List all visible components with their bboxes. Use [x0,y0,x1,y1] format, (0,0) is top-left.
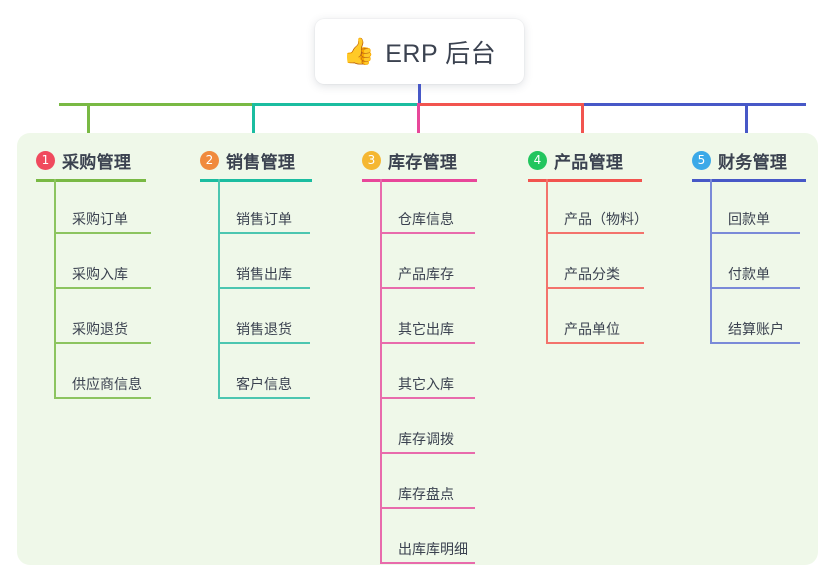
branch-leaf-item[interactable]: 库存调拨 [380,426,475,454]
branch-leaf-item[interactable]: 产品库存 [380,261,475,289]
branch-leaf-label: 采购入库 [72,266,128,282]
branch-leaf-item[interactable]: 其它入库 [380,371,475,399]
branch-leaf-rule [380,397,475,399]
branch-leaf-label: 产品（物料） [564,211,648,227]
branch-leaf-rule [218,232,310,234]
branch-header-4[interactable]: 4 产品管理 [528,148,623,173]
branch-leaf-item[interactable]: 产品单位 [546,316,644,344]
branch-leaf-rule [380,342,475,344]
branch-header-2[interactable]: 2 销售管理 [200,148,295,173]
branch-number-badge: 3 [362,151,381,170]
branch-leaf-rule [380,562,475,564]
branch-leaf-label: 结算账户 [728,321,784,337]
branch-title: 产品管理 [554,153,624,172]
branch-leaf-item[interactable]: 回款单 [710,206,800,234]
branch-header-rule [528,179,642,182]
bus-segment-2 [253,103,418,106]
branch-leaf-rule [546,342,644,344]
branch-title: 销售管理 [226,153,296,172]
branch-leaf-label: 回款单 [728,211,770,227]
branch-spine [54,179,56,399]
branch-header-rule [200,179,312,182]
branch-title: 库存管理 [388,153,458,172]
branch-leaf-label: 供应商信息 [72,376,142,392]
branch-leaf-rule [54,287,151,289]
branch-leaf-label: 库存盘点 [398,486,454,502]
branch-leaf-label: 采购退货 [72,321,128,337]
branch-leaf-rule [710,342,800,344]
thumbs-up-icon: 👍 [342,36,376,67]
branch-leaf-rule [54,397,151,399]
bus-segment-1 [59,103,253,106]
branch-leaf-item[interactable]: 产品分类 [546,261,644,289]
branch-leaf-rule [710,287,800,289]
bus-segment-4 [418,103,582,106]
branch-leaf-item[interactable]: 库存盘点 [380,481,475,509]
branch-leaf-item[interactable]: 销售退货 [218,316,310,344]
branch-leaf-label: 销售退货 [236,321,292,337]
branch-leaf-label: 产品分类 [564,266,620,282]
branch-number-badge: 1 [36,151,55,170]
branch-spine [218,179,220,399]
branch-header-5[interactable]: 5 财务管理 [692,148,787,173]
branch-leaf-label: 仓库信息 [398,211,454,227]
branch-leaf-label: 销售出库 [236,266,292,282]
branch-header-rule [362,179,477,182]
branches-panel [17,133,818,565]
bus-segment-5 [582,103,806,106]
branch-leaf-label: 销售订单 [236,211,292,227]
branch-leaf-label: 其它出库 [398,321,454,337]
branch-leaf-item[interactable]: 采购退货 [54,316,151,344]
root-node-card[interactable]: 👍 ERP 后台 [315,19,524,84]
branch-leaf-item[interactable]: 销售订单 [218,206,310,234]
branch-leaf-label: 客户信息 [236,376,292,392]
branch-leaf-rule [710,232,800,234]
branch-leaf-rule [54,232,151,234]
trunk-connector [418,84,421,106]
branch-number-badge: 5 [692,151,711,170]
branch-spine [710,179,712,344]
branch-header-rule [36,179,146,182]
branch-leaf-rule [54,342,151,344]
branch-leaf-item[interactable]: 付款单 [710,261,800,289]
branch-spine [546,179,548,344]
branch-leaf-item[interactable]: 供应商信息 [54,371,151,399]
branch-number-badge: 2 [200,151,219,170]
root-node-title: ERP 后台 [385,39,497,68]
branch-leaf-item[interactable]: 销售出库 [218,261,310,289]
branch-leaf-rule [218,287,310,289]
branch-leaf-item[interactable]: 出库库明细 [380,536,475,564]
branch-leaf-label: 出库库明细 [398,541,468,557]
branch-header-3[interactable]: 3 库存管理 [362,148,457,173]
branch-title: 采购管理 [62,153,132,172]
branch-leaf-item[interactable]: 客户信息 [218,371,310,399]
branch-leaf-item[interactable]: 结算账户 [710,316,800,344]
branch-leaf-rule [546,232,644,234]
branch-leaf-item[interactable]: 采购订单 [54,206,151,234]
branch-leaf-label: 其它入库 [398,376,454,392]
branch-title: 财务管理 [718,153,788,172]
branch-leaf-rule [380,287,475,289]
branch-leaf-rule [380,452,475,454]
branch-leaf-item[interactable]: 仓库信息 [380,206,475,234]
branch-leaf-label: 产品单位 [564,321,620,337]
branch-leaf-rule [218,342,310,344]
branch-header-rule [692,179,806,182]
branch-leaf-item[interactable]: 采购入库 [54,261,151,289]
branch-spine [380,179,382,564]
branch-leaf-label: 库存调拨 [398,431,454,447]
branch-leaf-item[interactable]: 其它出库 [380,316,475,344]
branch-leaf-label: 采购订单 [72,211,128,227]
branch-header-1[interactable]: 1 采购管理 [36,148,131,173]
branch-leaf-rule [546,287,644,289]
branch-leaf-rule [380,507,475,509]
branch-leaf-label: 付款单 [728,266,770,282]
branch-leaf-label: 产品库存 [398,266,454,282]
branch-leaf-item[interactable]: 产品（物料） [546,206,648,234]
branch-leaf-rule [380,232,475,234]
branch-number-badge: 4 [528,151,547,170]
branch-leaf-rule [218,397,310,399]
